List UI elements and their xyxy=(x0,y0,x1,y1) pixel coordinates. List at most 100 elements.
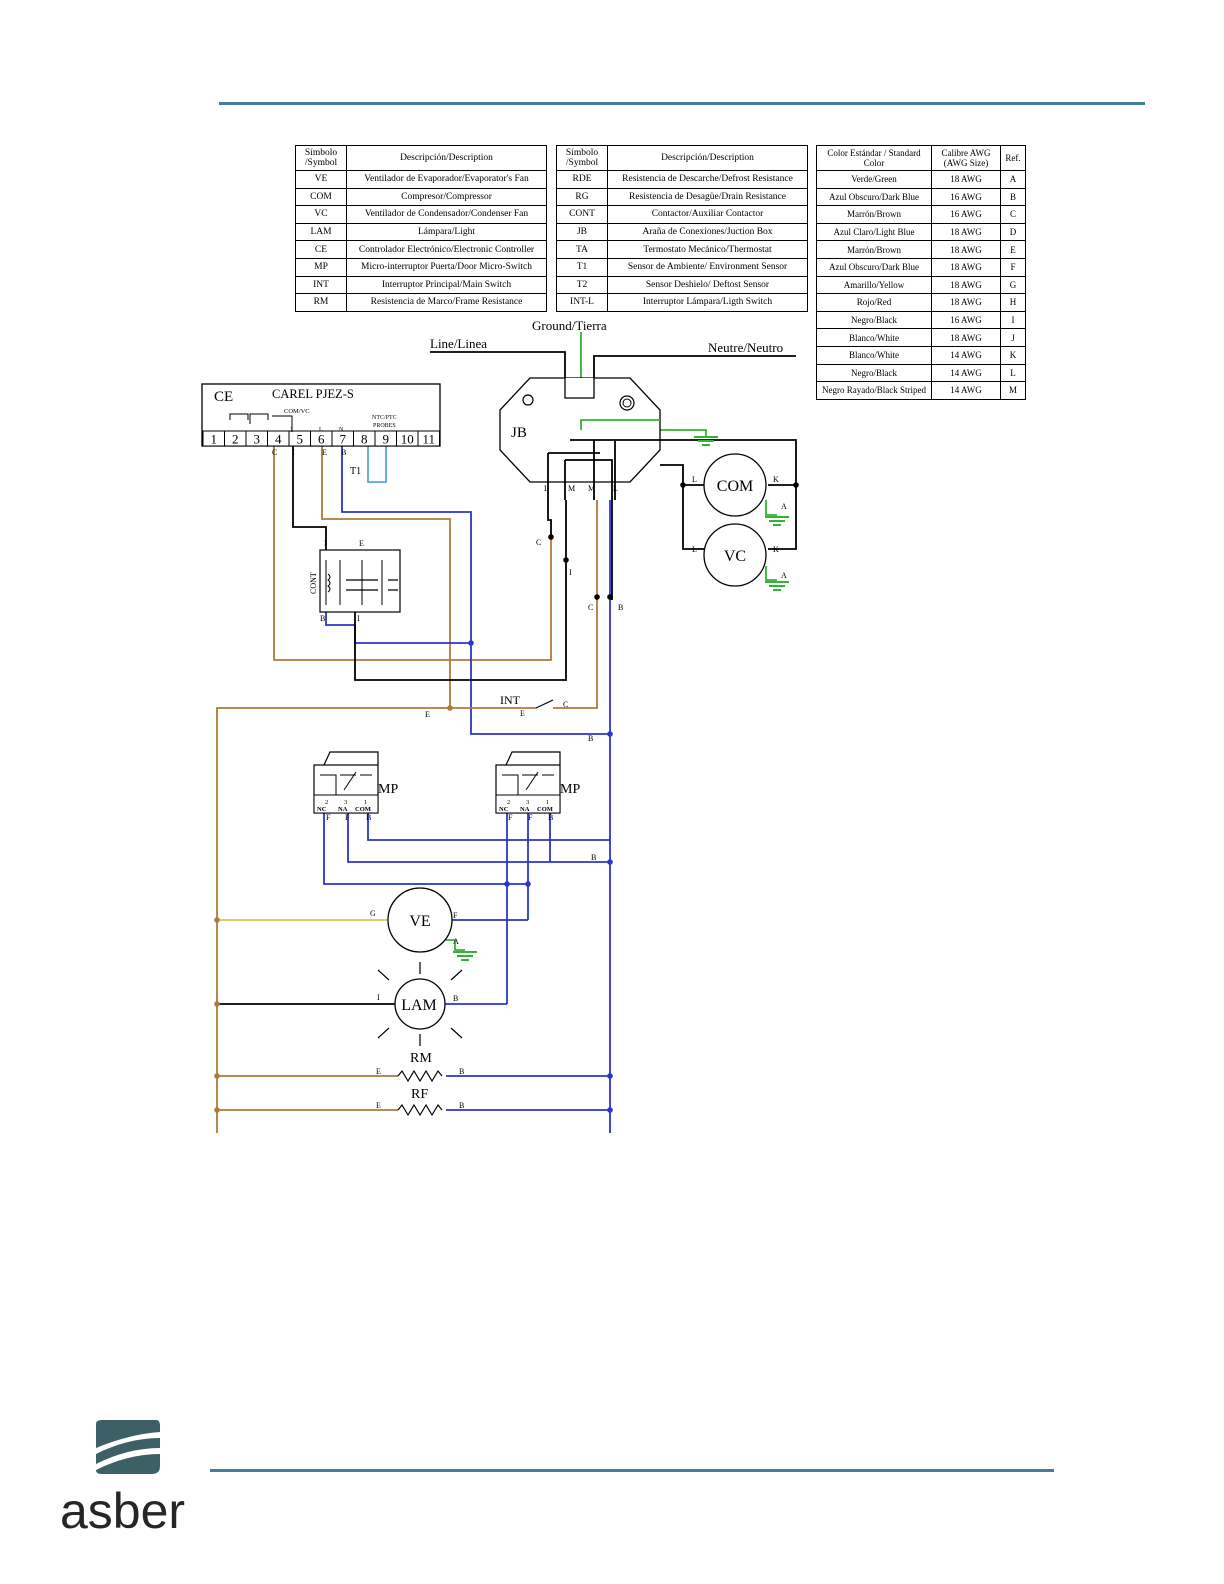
ref-e: E xyxy=(322,448,327,457)
terminal-number: 2 xyxy=(232,432,239,447)
terminal-number: 11 xyxy=(422,432,435,447)
symbol-table-left: Símbolo /Symbol Descripción/Description … xyxy=(295,145,547,312)
jb-hole-right-inner xyxy=(622,398,632,408)
micro-switch-left[interactable] xyxy=(313,751,379,814)
t1-label: T1 xyxy=(350,466,361,477)
asber-logo: asber xyxy=(60,1420,185,1538)
header-description: Descripción/Description xyxy=(607,145,808,171)
compressor-motor xyxy=(703,453,767,517)
controller-model: CAREL PJEZ-S xyxy=(272,387,354,401)
neutral-label: Neutre/Neutro xyxy=(708,340,783,355)
terminal-mark-n: N xyxy=(339,427,344,433)
probe-t1-wire xyxy=(367,446,387,483)
mp-left-pin-1: 1 xyxy=(364,799,367,806)
ref-e: E xyxy=(376,1101,381,1110)
line-wire xyxy=(430,351,566,390)
terminal-number: 9 xyxy=(383,432,390,447)
cont-label: CONT xyxy=(309,572,318,594)
symbol-right-cell: Interruptor Lámpara/Ligth Switch xyxy=(607,293,808,312)
terminal-box xyxy=(417,430,440,447)
ground-symbol-jb xyxy=(693,436,719,446)
ref-b: B xyxy=(548,813,553,822)
header-description: Descripción/Description xyxy=(346,145,547,171)
ref-b: B xyxy=(591,853,596,862)
ref-e: E xyxy=(359,539,364,548)
ground-symbol-ve xyxy=(452,951,478,961)
terminal-number: 1 xyxy=(211,432,218,447)
ref-b: B xyxy=(459,1101,464,1110)
wire-color-table: Color Estándar / Standard Color Calibre … xyxy=(816,145,1026,400)
terminal-mark-1: 1 xyxy=(290,427,293,433)
ref-c: C xyxy=(536,538,541,547)
mp-right-pin-1: 1 xyxy=(546,799,549,806)
vc-label: VC xyxy=(724,548,746,565)
mp-right-na: NA xyxy=(520,806,530,813)
line-label: Line/Linea xyxy=(430,336,487,351)
junction-box-notch xyxy=(564,378,595,399)
com-label: COM xyxy=(717,478,753,495)
ref-m: M xyxy=(588,484,595,493)
ref-f: F xyxy=(326,813,331,822)
micro-switch-right[interactable] xyxy=(495,751,561,814)
symbol-left-cell: Resistencia de Marco/Frame Resistance xyxy=(346,293,547,312)
mp-left-com: COM xyxy=(355,806,371,813)
mp-left-pin-3: 3 xyxy=(344,799,347,806)
ref-b: B xyxy=(618,603,623,612)
ref-b: B xyxy=(588,734,593,743)
wire-e-term6 xyxy=(321,446,451,708)
wire-i-term5 xyxy=(292,446,327,552)
mp-left-pin-2: 2 xyxy=(325,799,328,806)
header-awg: Calibre AWG (AWG Size) xyxy=(931,145,1001,171)
wire-color-cell: M xyxy=(1000,381,1026,400)
ref-i: I xyxy=(377,993,380,1002)
ref-i: I xyxy=(324,539,327,548)
ref-b: B xyxy=(459,1067,464,1076)
ref-e: E xyxy=(425,710,430,719)
jb-neutral-bus xyxy=(570,439,797,483)
ref-b: B xyxy=(320,614,325,623)
ref-e: E xyxy=(520,709,525,718)
ground-symbol-com xyxy=(764,516,790,526)
header-ref: Ref. xyxy=(1000,145,1026,171)
lamp xyxy=(377,962,463,1046)
brown-bus-e xyxy=(216,707,536,1133)
ref-e: E xyxy=(376,1067,381,1076)
jb-label: JB xyxy=(511,425,527,441)
ref-f: F xyxy=(508,813,513,822)
ref-k: K xyxy=(773,475,779,484)
mp-left-na: NA xyxy=(338,806,348,813)
probes-label-1: NTC/PTC xyxy=(372,415,397,421)
condenser-fan-motor xyxy=(703,523,767,587)
int-label: INT xyxy=(500,693,521,707)
mp-right-label: MP xyxy=(560,782,580,797)
bottom-rule xyxy=(210,1469,1054,1472)
com-vc-label: COM/VC xyxy=(284,408,310,415)
ref-k: K xyxy=(773,545,779,554)
ref-l: L xyxy=(692,475,697,484)
ref-c: C xyxy=(563,700,568,709)
mp-left-nc: NC xyxy=(317,806,327,813)
int-switch[interactable] xyxy=(535,699,554,709)
ground-label: Ground/Tierra xyxy=(532,318,607,333)
ref-a: A xyxy=(781,502,787,511)
terminal-number: 10 xyxy=(401,432,414,447)
ref-f: F xyxy=(453,911,458,920)
probes-label-2: PROBES xyxy=(373,423,396,429)
ref-i: I xyxy=(292,448,295,457)
ref-c: C xyxy=(272,448,277,457)
terminal-number: 4 xyxy=(275,432,282,447)
